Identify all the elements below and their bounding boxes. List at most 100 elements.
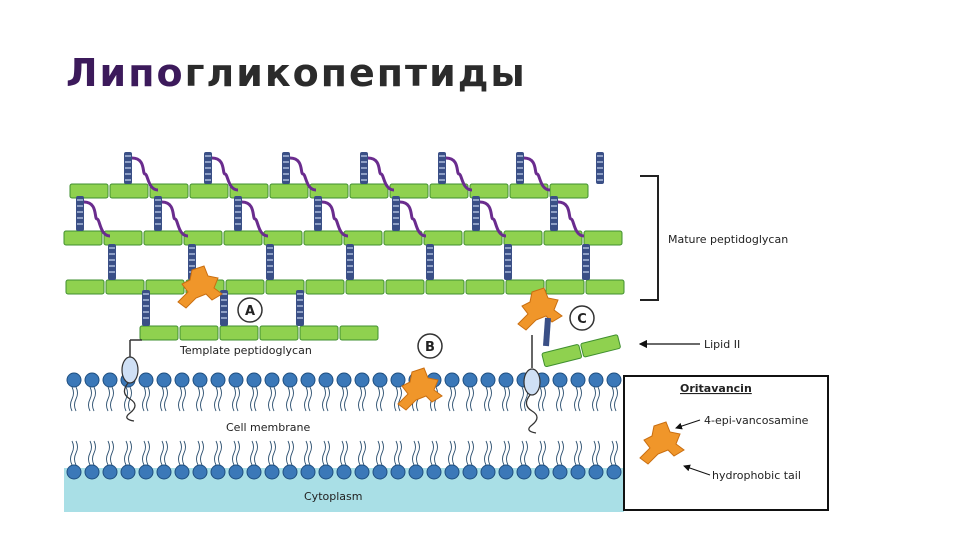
lipid-head [444, 372, 460, 388]
lipid-head [588, 372, 604, 388]
lipid-ii-peptide [543, 317, 551, 347]
lipid-head [588, 464, 604, 480]
lipid-tail [146, 440, 150, 466]
glycan-unit [505, 279, 545, 295]
label-circle-a: A [237, 297, 263, 323]
peptide-stem [314, 196, 322, 231]
lipid-tail [182, 440, 186, 466]
lipid-tail [232, 386, 236, 412]
glycan-unit [463, 230, 503, 246]
lipid-head [336, 464, 352, 480]
lipid-tail [380, 386, 384, 412]
lipid-tail [556, 440, 560, 466]
lipid-tail [560, 440, 564, 466]
lipid-tail [304, 440, 308, 466]
glycan-unit [63, 230, 103, 246]
lipid-tail [502, 386, 506, 412]
glycan-unit [183, 230, 223, 246]
peptide-stem [296, 290, 304, 326]
lipid-head [354, 372, 370, 388]
lipid-tail [200, 386, 204, 412]
peptide-stem [266, 244, 274, 280]
lipid-head [480, 372, 496, 388]
lipid-tail [322, 386, 326, 412]
lipid-head [462, 464, 478, 480]
lipid-head [84, 464, 100, 480]
lipid-tail [524, 440, 528, 466]
lipid-tail [106, 440, 110, 466]
peptide-stem [504, 244, 512, 280]
lipid-tail [344, 386, 348, 412]
glycan-unit [345, 279, 385, 295]
lipid-head [372, 372, 388, 388]
glycan-unit [349, 183, 389, 199]
glycan-unit [585, 279, 625, 295]
legend-title: Oritavancin [680, 382, 752, 395]
lipid-tail [250, 386, 254, 412]
lipid-head [300, 372, 316, 388]
lipid-tail [128, 440, 132, 466]
lipid-tail [542, 440, 546, 466]
label-circle-b: B [417, 333, 443, 359]
lipid-tail [164, 440, 168, 466]
lipid-tail [592, 440, 596, 466]
lipid-head [480, 464, 496, 480]
lipid-tail [358, 440, 362, 466]
lipid-tail [610, 386, 614, 412]
legend-molecule [639, 421, 685, 465]
peptide-stem [426, 244, 434, 280]
lipid-tail [124, 386, 128, 412]
cross-link [399, 200, 427, 238]
glycan-unit [423, 230, 463, 246]
label-a: A [245, 304, 255, 319]
lipid-tail [74, 386, 78, 412]
lipid-tail [556, 386, 560, 412]
lipid-tail [592, 386, 596, 412]
lipid-tail [578, 386, 582, 412]
peptide-stem [204, 152, 212, 184]
lipid-head [246, 372, 262, 388]
peptide-stem [220, 290, 228, 326]
glycan-unit [469, 183, 509, 199]
glycan-unit [179, 325, 219, 341]
peptide-stem [142, 290, 150, 326]
lipid-tail [484, 386, 488, 412]
template-peptidoglycan-label: Template peptidoglycan [179, 344, 312, 357]
lipid-tail [394, 440, 398, 466]
lipid-tail [448, 386, 452, 412]
peptide-stem [596, 152, 604, 184]
glycan-unit [309, 183, 349, 199]
lipid-head [390, 372, 406, 388]
lipid-head [462, 372, 478, 388]
lipid-tail [362, 386, 366, 412]
lipid-head [282, 464, 298, 480]
lipid-tail [560, 386, 564, 412]
glycan-unit [269, 183, 309, 199]
lipid-head [246, 464, 262, 480]
lipid-tail [178, 386, 182, 412]
lipid-tail [236, 440, 240, 466]
cross-link [211, 156, 239, 192]
lipid-tail [466, 386, 470, 412]
lipid-tail [88, 440, 92, 466]
lipid-tail [290, 386, 294, 412]
lipid-tail [466, 440, 470, 466]
lipid-tail [308, 440, 312, 466]
cross-link [161, 200, 189, 238]
lipid-head [138, 372, 154, 388]
cross-link [289, 156, 317, 192]
peptide-stem [392, 196, 400, 231]
cross-link [367, 156, 395, 192]
oritavancin-molecule-a [177, 265, 223, 309]
legend-sugar-label: 4-epi-vancosamine [704, 414, 809, 427]
lipid-tail [326, 386, 330, 412]
label-c: C [577, 312, 587, 327]
peptide-stem [472, 196, 480, 231]
lipid-head [156, 464, 172, 480]
lipid-tail [146, 386, 150, 412]
glycan-unit [339, 325, 379, 341]
lipid-head [192, 464, 208, 480]
cell-membrane [66, 372, 622, 480]
lipid-tail [214, 440, 218, 466]
cross-link [479, 200, 507, 238]
